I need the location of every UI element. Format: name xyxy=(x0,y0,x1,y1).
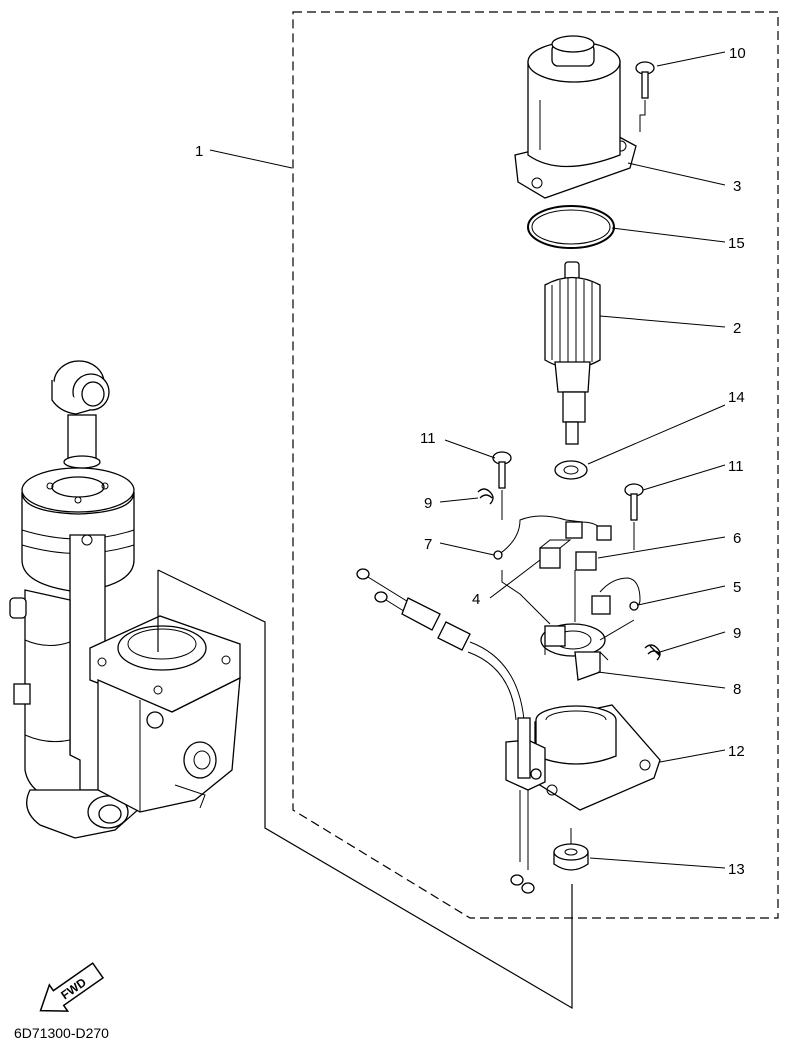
callout-1: 1 xyxy=(195,143,203,160)
brush-lead xyxy=(493,515,612,560)
callout-2: 2 xyxy=(733,320,741,337)
assembly-boundary xyxy=(292,11,779,919)
callout-15: 15 xyxy=(728,235,745,252)
callout-11-right: 11 xyxy=(728,458,744,475)
callout-4: 4 xyxy=(472,591,480,608)
alignment-guide xyxy=(157,569,573,1010)
callout-11-left: 11 xyxy=(420,430,436,447)
drawing-code: 6D71300-D270 xyxy=(14,1025,109,1041)
callout-6: 6 xyxy=(733,530,741,547)
end-cover xyxy=(505,704,661,894)
brush-4 xyxy=(539,539,572,569)
callout-leaders xyxy=(209,51,726,869)
spring-9-upper xyxy=(477,488,494,505)
o-ring xyxy=(527,205,615,249)
washer xyxy=(554,460,588,480)
brush-holder xyxy=(540,623,609,681)
callout-14: 14 xyxy=(728,389,745,406)
screw-11-right xyxy=(624,483,644,521)
tilt-cylinder-assembly xyxy=(9,360,241,839)
callout-10: 10 xyxy=(729,45,746,62)
callout-9-lower: 9 xyxy=(733,625,741,642)
callout-7: 7 xyxy=(424,536,432,553)
callout-12: 12 xyxy=(728,743,745,760)
callout-3: 3 xyxy=(733,178,741,195)
callout-8: 8 xyxy=(733,681,741,698)
armature xyxy=(544,261,601,445)
callout-13: 13 xyxy=(728,861,745,878)
motor-yoke xyxy=(514,35,637,199)
grommet xyxy=(553,828,589,871)
callout-9-upper: 9 xyxy=(424,495,432,512)
screw-10 xyxy=(635,61,655,132)
fwd-direction-arrow: FWD xyxy=(39,962,105,1012)
callout-5: 5 xyxy=(733,579,741,596)
lead-wire xyxy=(356,568,525,721)
screw-11-left xyxy=(492,451,512,489)
brush-5 xyxy=(591,577,641,615)
spring-9-lower xyxy=(644,644,661,661)
brush-6 xyxy=(575,551,597,571)
